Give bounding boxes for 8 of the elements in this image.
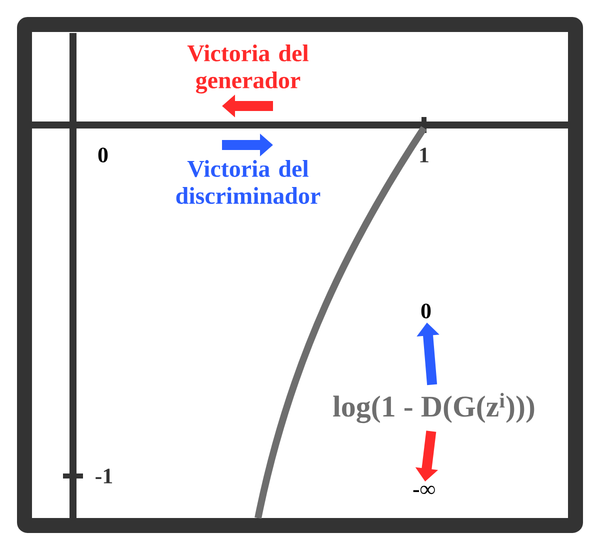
axis-caption: Victoria del discriminador	[176, 160, 320, 204]
tick-label: 1	[420, 148, 428, 162]
tick-label: 0	[98, 148, 108, 162]
value-label: 0	[421, 304, 431, 318]
tick-label: -1	[96, 468, 112, 484]
expression: log(1 - D(G(z$^{i}$)))	[333, 392, 534, 424]
value-label: -∞	[413, 486, 435, 494]
axis-caption: Victoria del generador	[187, 44, 308, 94]
